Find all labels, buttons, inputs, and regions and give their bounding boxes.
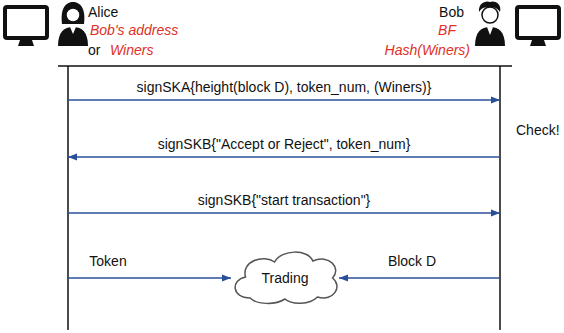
lifeline: [499, 66, 501, 330]
node-label: Trading: [262, 270, 309, 287]
message-label: Block D: [386, 253, 438, 270]
actor-header: BobBF Hash(Winers): [380, 2, 472, 62]
actor-knowledge: BF: [438, 22, 456, 39]
message-arrow: [339, 277, 500, 279]
monitor-icon: [517, 7, 559, 38]
monitor-icon: [5, 7, 47, 38]
message-label: signSKB{"Accept or Reject", token_num}: [156, 136, 413, 153]
message-label: signSKA{height(block D), token_num, (Win…: [135, 79, 434, 96]
message-label: Token: [87, 253, 128, 270]
cloud-shape: [235, 252, 337, 303]
message-arrow: [68, 277, 231, 279]
actor-knowledge: Bob's address: [90, 22, 178, 39]
connective-word: or: [88, 42, 100, 59]
actor-knowledge: Winers: [110, 42, 153, 59]
message-label: signSKB{"start transaction"}: [196, 192, 373, 209]
monitor-stand: [18, 40, 34, 46]
monitor-stand: [530, 40, 546, 46]
actor-name: Bob: [439, 4, 464, 21]
header-rule: [58, 65, 512, 67]
person-icon: [58, 2, 88, 46]
lifeline: [67, 66, 69, 330]
message-arrow: [68, 212, 500, 214]
message-arrow: [68, 99, 500, 101]
person-icon: [475, 1, 505, 46]
cloud-node: Trading: [227, 246, 343, 306]
message-arrow: [68, 156, 500, 158]
actor-header: AliceBob's address or Winers: [88, 2, 218, 62]
actor-name: Alice: [88, 4, 118, 21]
note-text: Check!: [514, 122, 562, 139]
actor-knowledge: Hash(Winers): [385, 42, 470, 59]
